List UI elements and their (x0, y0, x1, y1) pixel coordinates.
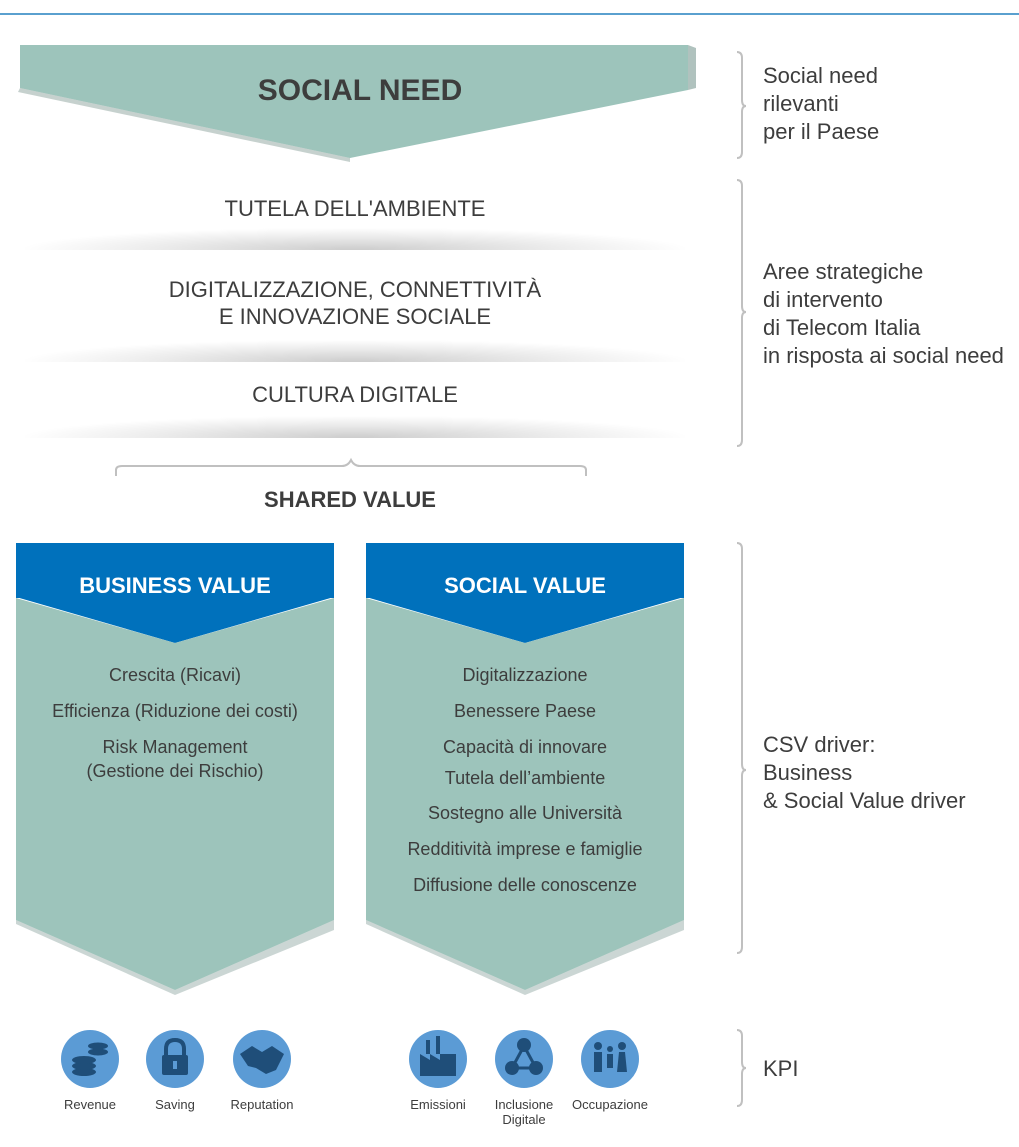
area-tutela-ambiente: TUTELA DELL'AMBIENTE (224, 196, 486, 221)
factory-icon (409, 1030, 467, 1088)
shared-value-label: SHARED VALUE (264, 487, 436, 512)
social-item: Diffusione delle conoscenze (413, 875, 637, 895)
social-item: Capacità di innovare (442, 737, 608, 757)
coins-icon (61, 1030, 119, 1088)
social-item: Redditività imprese e famiglie (407, 839, 643, 859)
social-value-title: SOCIAL VALUE (444, 573, 606, 598)
business-value-title: BUSINESS VALUE (79, 573, 271, 598)
people-icon (581, 1030, 639, 1088)
business-item: Crescita (Ricavi) (108, 665, 241, 685)
kpi-label-reputation: Reputation (230, 1097, 294, 1112)
business-value-header (16, 543, 334, 598)
social-item: Benessere Paese (453, 701, 597, 721)
business-item: Efficienza (Riduzione dei costi) (52, 701, 298, 721)
label-kpi: KPI (763, 1056, 799, 1081)
area-divider-shadow (25, 340, 685, 362)
social-need-banner (20, 45, 688, 158)
business-item: (Gestione dei Rischio) (86, 761, 264, 781)
network-icon (495, 1030, 553, 1088)
social-need-title: SOCIAL NEED (257, 74, 463, 107)
area-divider-shadow (25, 416, 685, 438)
label-aree-strategiche: Aree strategiche di intervento di Teleco… (763, 259, 1004, 368)
area-divider-shadow (25, 228, 685, 250)
bracket-csv (736, 542, 747, 954)
kpi-label-revenue: Revenue (63, 1097, 117, 1112)
business-value-body (16, 598, 334, 990)
social-item: Sostegno alle Università (427, 803, 623, 823)
kpi-label-saving: Saving (155, 1097, 195, 1112)
top-divider (0, 13, 1019, 15)
label-social-need: Social need rilevanti per il Paese (763, 63, 880, 144)
area-digitalizzazione-line2: E INNOVAZIONE SOCIALE (218, 304, 492, 329)
social-item: Digitalizzazione (462, 665, 588, 685)
bracket-social-need (736, 51, 747, 159)
social-item: Tutela dell’ambiente (444, 768, 606, 788)
social-value-header (366, 543, 684, 598)
kpi-label-occupazione: Occupazione (572, 1097, 648, 1112)
bracket-kpi (736, 1029, 747, 1107)
label-csv-driver: CSV driver: Business & Social Value driv… (763, 732, 966, 813)
area-cultura-digitale: CULTURA DIGITALE (252, 382, 458, 407)
bracket-areas (736, 179, 747, 447)
shared-value-brace (115, 457, 587, 476)
area-digitalizzazione-line1: DIGITALIZZAZIONE, CONNETTIVITÀ (168, 277, 542, 302)
padlock-icon (146, 1030, 204, 1088)
kpi-label-inclusione: Inclusione Digitale (494, 1097, 554, 1127)
social-value-body (366, 598, 684, 990)
kpi-label-emissioni: Emissioni (410, 1097, 466, 1112)
handshake-icon (233, 1030, 291, 1088)
business-item: Risk Management (102, 737, 248, 757)
